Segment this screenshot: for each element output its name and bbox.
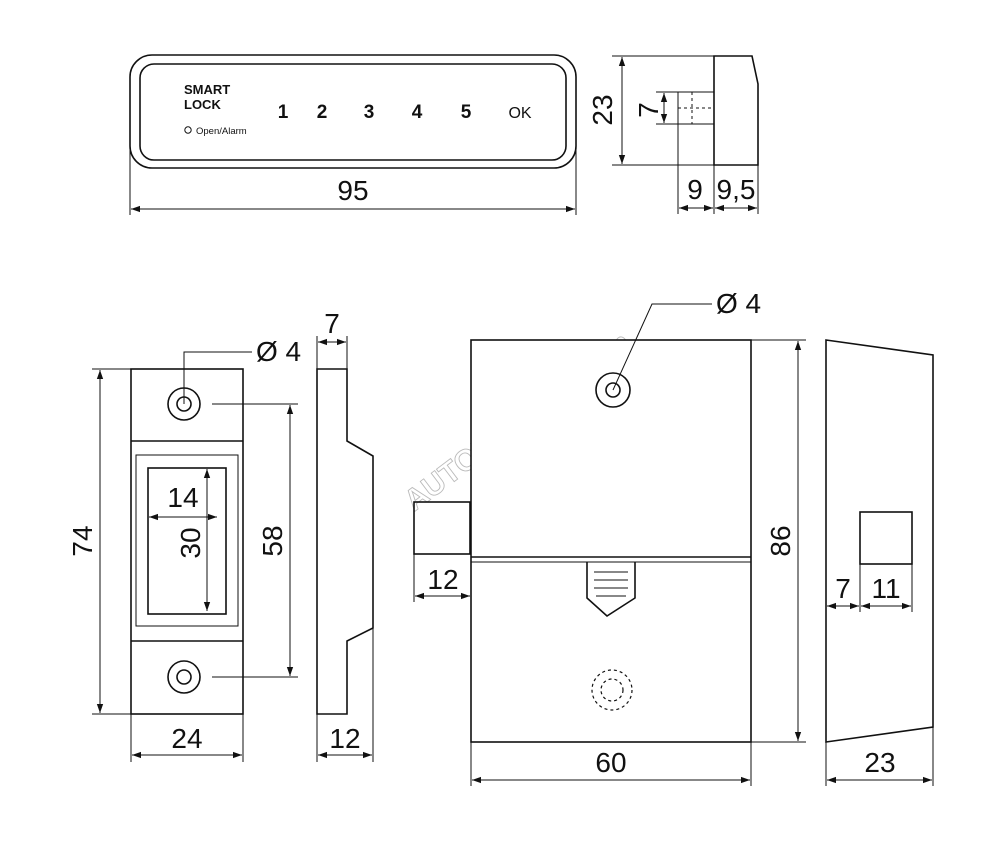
strike-plate-front-view: Ø 4 74 58 14 30 24 bbox=[67, 336, 301, 762]
dim-strike-height: 74 bbox=[67, 525, 98, 556]
dim-strike-thickness-top: 7 bbox=[324, 308, 340, 339]
lock-mount-hole-icon bbox=[595, 372, 631, 408]
dim-strike-hole: Ø 4 bbox=[256, 336, 301, 367]
keypad-side-view: 23 7 9 9,5 bbox=[587, 55, 759, 214]
dim-side-offset: 7 bbox=[835, 573, 851, 604]
dim-lock-width: 60 bbox=[595, 747, 626, 778]
hidden-hole-icon bbox=[591, 669, 633, 711]
dim-side-depth: 23 bbox=[864, 747, 895, 778]
key-4[interactable]: 4 bbox=[412, 102, 423, 123]
dim-strike-hole-spacing: 58 bbox=[257, 525, 288, 556]
keypad-brand-line2: LOCK bbox=[184, 97, 221, 112]
lock-body-front-view: AUTOKLJUCE.com Ø 4 12 86 60 bbox=[398, 288, 806, 786]
key-5[interactable]: 5 bbox=[461, 102, 472, 123]
key-1[interactable]: 1 bbox=[278, 102, 289, 123]
strike-plate-side-view: 7 12 bbox=[316, 308, 374, 762]
lock-body-side-view: 7 11 23 bbox=[825, 339, 934, 786]
dim-knob-length: 9 bbox=[687, 174, 703, 205]
dim-knob-depth: 9,5 bbox=[717, 174, 756, 205]
dim-strike-width: 24 bbox=[171, 723, 202, 754]
key-2[interactable]: 2 bbox=[317, 102, 328, 123]
dim-lock-hole: Ø 4 bbox=[716, 288, 761, 319]
dim-knob-height: 7 bbox=[633, 102, 664, 118]
dim-lock-height: 86 bbox=[765, 525, 796, 556]
dim-keypad-height: 23 bbox=[587, 94, 618, 125]
indicator-label: Open/Alarm bbox=[196, 126, 247, 137]
strike-bottom-hole-icon bbox=[167, 660, 201, 694]
dim-keypad-width: 95 bbox=[337, 175, 368, 206]
key-3[interactable]: 3 bbox=[364, 102, 375, 123]
keypad-front-view: SMART LOCK Open/Alarm 1 2 3 4 5 OK 95 bbox=[129, 54, 577, 215]
dim-strike-window-width: 14 bbox=[167, 482, 198, 513]
dim-strike-window-height: 30 bbox=[175, 527, 206, 558]
dim-strike-thickness: 12 bbox=[329, 723, 360, 754]
dim-bolt-extension: 12 bbox=[427, 564, 458, 595]
keypad-brand-line1: SMART bbox=[184, 82, 230, 97]
indicator-led-icon bbox=[184, 126, 192, 134]
dim-side-window: 11 bbox=[871, 573, 900, 604]
key-ok[interactable]: OK bbox=[508, 105, 531, 122]
